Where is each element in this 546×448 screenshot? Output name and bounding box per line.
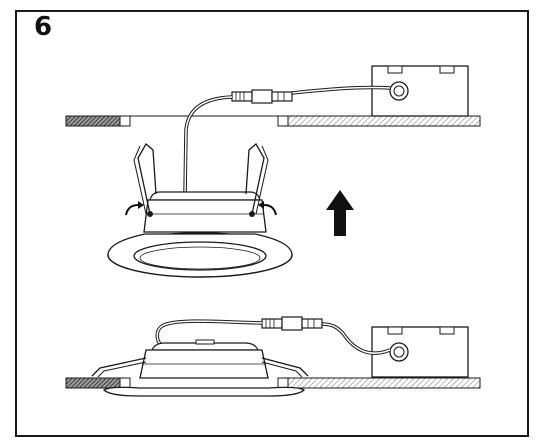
ceiling-right-section <box>287 115 481 127</box>
up-arrow-icon <box>326 190 354 236</box>
installed-light-fixture <box>91 339 309 397</box>
panel-border <box>15 10 529 437</box>
step-number: 6 <box>34 12 53 42</box>
quick-connector <box>261 316 323 331</box>
rotate-arrow-icon <box>263 204 277 216</box>
rotate-arrow-icon <box>125 204 139 216</box>
ceiling-left-section <box>65 115 121 127</box>
junction-box <box>371 65 469 117</box>
ceiling-right-section <box>287 377 481 389</box>
top-scene <box>65 65 481 278</box>
quick-connector <box>231 89 293 104</box>
ceiling-left-section <box>65 377 121 389</box>
bottom-scene <box>65 316 481 397</box>
recessed-light-fixture <box>107 142 293 278</box>
